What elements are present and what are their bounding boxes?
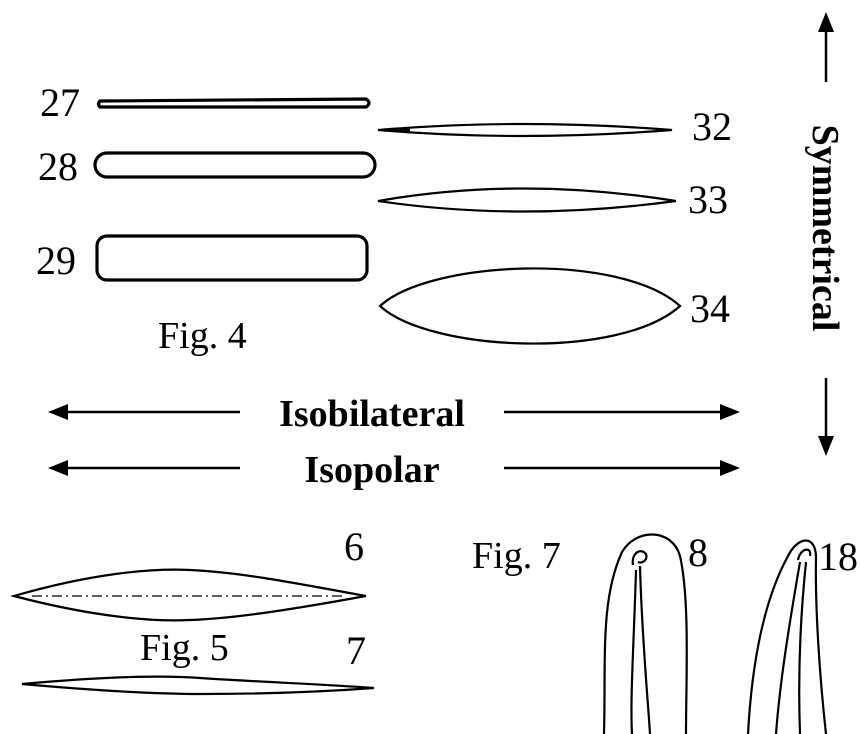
label-27: 27 <box>40 80 80 125</box>
label-33: 33 <box>688 177 728 222</box>
label-28: 28 <box>38 144 78 189</box>
shape-7 <box>22 677 374 694</box>
label-7: 7 <box>346 628 366 673</box>
label-34: 34 <box>690 286 730 331</box>
shape-27 <box>99 99 370 107</box>
isopolar-label: Isopolar <box>304 449 439 491</box>
shape-8 <box>604 534 687 734</box>
symmetrical-label: Symmetrical <box>804 125 846 332</box>
label-8: 8 <box>688 530 708 575</box>
isobilateral-label: Isobilateral <box>279 393 465 435</box>
caption-fig7: Fig. 7 <box>472 535 561 577</box>
caption-fig4: Fig. 4 <box>158 315 247 357</box>
label-29: 29 <box>36 238 76 283</box>
shape-29 <box>97 236 367 280</box>
shape-34 <box>380 268 680 343</box>
caption-fig5: Fig. 5 <box>140 627 229 669</box>
label-18: 18 <box>818 534 858 579</box>
shape-28 <box>95 153 375 177</box>
shape-33 <box>378 189 676 212</box>
shape-6 <box>14 570 366 621</box>
shape-18 <box>748 541 826 734</box>
label-6: 6 <box>344 524 364 569</box>
shape-32 <box>378 124 672 136</box>
label-32: 32 <box>692 104 732 149</box>
